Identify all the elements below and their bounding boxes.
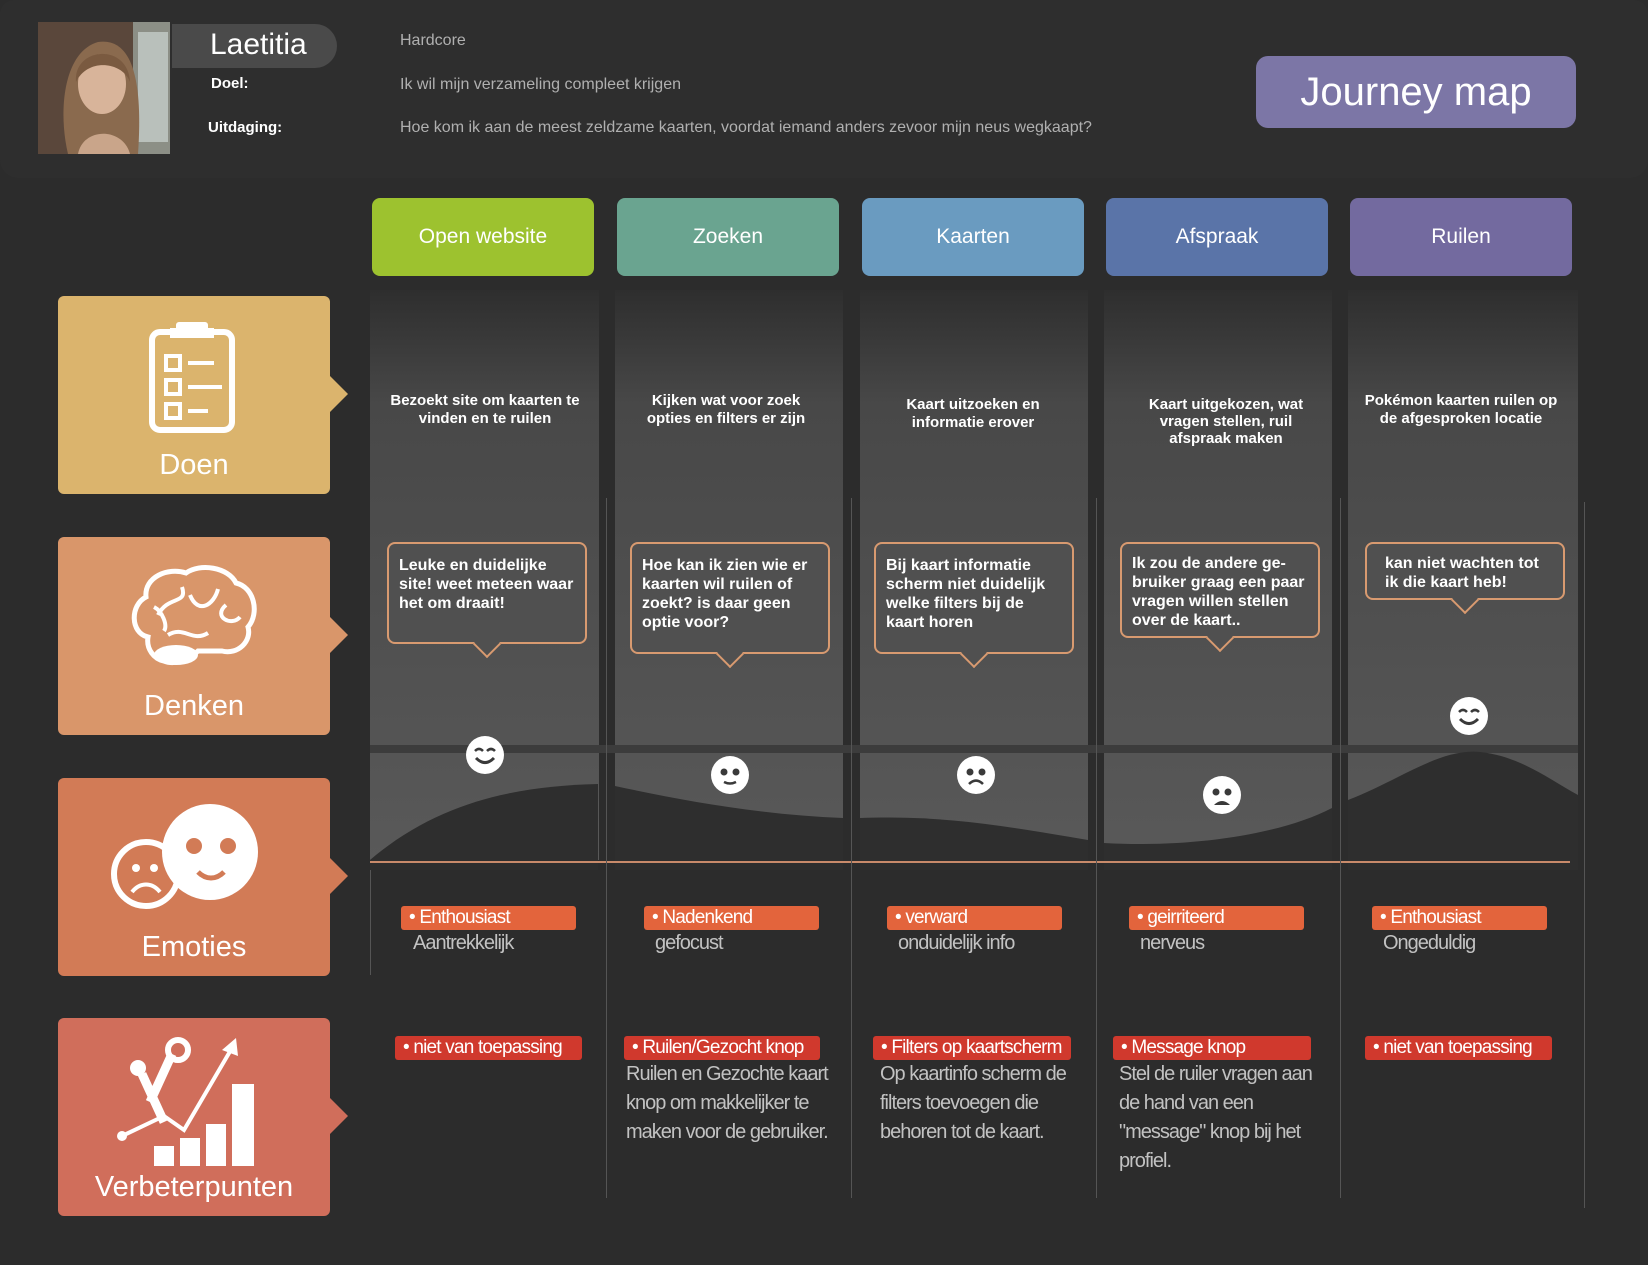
improvement-tag: • Filters op kaartscherm xyxy=(873,1036,1071,1060)
phase-open-website[interactable]: Open website xyxy=(372,198,594,276)
doen-text: Kaart uitzoeken en informatie erover xyxy=(906,396,1040,431)
column-divider xyxy=(370,870,371,975)
column-divider xyxy=(1340,498,1341,1198)
thought-text: Ik zou de andere ge-bruiker graag een pa… xyxy=(1132,555,1305,629)
thought-bubble: Leuke en duidelijke site! weet meteen wa… xyxy=(387,542,587,659)
improvement-text: Stel de ruiler vragen aan de hand van ee… xyxy=(1119,1063,1313,1172)
persona-challenge: Hoe kom ik aan de meest zeldzame kaarten… xyxy=(400,119,1092,136)
phase-kaarten[interactable]: Kaarten xyxy=(862,198,1084,276)
improvement-tag: • niet van toepassing xyxy=(395,1036,582,1060)
goal-label: Doel: xyxy=(211,75,249,92)
doen-text: Kijken wat voor zoek opties en filters e… xyxy=(646,392,806,427)
tools-growth-chart-icon xyxy=(117,1037,254,1166)
improvement-text: Ruilen en Gezochte kaart knop om makkeli… xyxy=(626,1063,829,1143)
category-doen: Doen xyxy=(58,296,348,494)
doen-text: Kaart uitgekozen, wat vragen stellen, ru… xyxy=(1148,396,1304,447)
smiling-face-icon xyxy=(466,736,504,774)
improvement-tag: • Ruilen/Gezocht knop xyxy=(624,1036,820,1060)
category-denken: Denken xyxy=(58,537,348,735)
thought-bubble: kan niet wachten tot ik die kaart heb! xyxy=(1365,542,1565,615)
emotion-sub: gefocust xyxy=(655,932,724,954)
persona-type: Hardcore xyxy=(400,32,466,49)
phase-zoeken[interactable]: Zoeken xyxy=(617,198,839,276)
clipboard-checklist-icon xyxy=(149,322,235,433)
category-label: Denken xyxy=(144,690,244,722)
persona-goal: Ik wil mijn verzameling compleet krijgen xyxy=(400,76,681,93)
emotion-sub: nerveus xyxy=(1140,932,1205,954)
thought-text: Hoe kan ik zien wie er kaarten wil ruile… xyxy=(642,557,808,631)
phase-afspraak[interactable]: Afspraak xyxy=(1106,198,1328,276)
emotion-tag: • Enthousiast xyxy=(1372,906,1547,930)
doen-text: Bezoekt site om kaarten te vinden en te … xyxy=(390,392,580,427)
brain-icon xyxy=(131,565,257,666)
emotion-tag: • geirriteerd xyxy=(1129,906,1304,930)
doen-text: Pokémon kaarten ruilen op de afgesproken… xyxy=(1364,392,1558,427)
emotion-tag: • Enthousiast xyxy=(401,906,576,930)
sad-face-icon xyxy=(957,756,995,794)
thought-text: kan niet wachten tot ik die kaart heb! xyxy=(1385,555,1539,591)
emotion-sub: Ongeduldig xyxy=(1383,932,1476,954)
category-label: Verbeterpunten xyxy=(94,1171,294,1203)
category-label: Emoties xyxy=(141,931,247,963)
category-verbeterpunten: Verbeterpunten xyxy=(58,1018,348,1216)
faces-icon xyxy=(111,804,258,909)
column-divider xyxy=(851,498,852,1198)
emotion-sub: Aantrekkelijk xyxy=(413,932,514,954)
thought-bubble: Bij kaart informatie scherm niet duideli… xyxy=(874,542,1074,669)
persona-header: Laetitia Doel: Uitdaging: Hardcore Ik wi… xyxy=(0,0,1648,178)
column-divider xyxy=(1584,502,1585,1208)
thought-bubble: Ik zou de andere ge-bruiker graag een pa… xyxy=(1120,542,1320,653)
thought-text: Leuke en duidelijke site! weet meteen wa… xyxy=(399,557,574,612)
smiling-face-icon xyxy=(1450,697,1488,735)
persona-avatar xyxy=(38,22,170,154)
name-pill xyxy=(172,24,337,68)
phase-ruilen[interactable]: Ruilen xyxy=(1350,198,1572,276)
thought-text: Bij kaart informatie scherm niet duideli… xyxy=(886,557,1046,631)
worried-face-icon xyxy=(1203,776,1241,814)
category-emoties: Emoties xyxy=(58,778,348,976)
challenge-label: Uitdaging: xyxy=(208,119,283,136)
persona-name: Laetitia xyxy=(210,28,307,61)
improvement-tag: • Message knop xyxy=(1113,1036,1311,1060)
improvement-tag: • niet van toepassing xyxy=(1365,1036,1552,1060)
emotion-tag: • verward xyxy=(887,906,1062,930)
column-divider xyxy=(1096,498,1097,1198)
emotion-tag: • Nadenkend xyxy=(644,906,819,930)
emotion-sub: onduidelijk info xyxy=(898,932,1015,954)
thought-bubble: Hoe kan ik zien wie er kaarten wil ruile… xyxy=(630,542,830,669)
journey-map-button[interactable]: Journey map xyxy=(1256,56,1576,128)
column-divider xyxy=(606,498,607,1198)
neutral-face-icon xyxy=(711,756,749,794)
improvement-text: Op kaartinfo scherm de filters toevoegen… xyxy=(880,1063,1067,1143)
category-label: Doen xyxy=(159,449,229,481)
